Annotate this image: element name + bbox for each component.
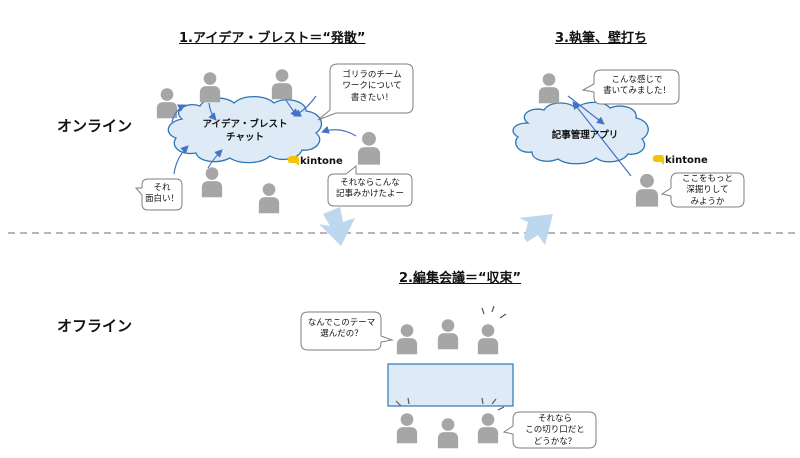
speech-bubble — [327, 164, 413, 207]
person-icon — [437, 319, 459, 350]
title-write: 3.執筆、壁打ち — [555, 31, 647, 46]
bubble-text-theme: なんでこのテーマ 選んだの？ — [307, 318, 376, 340]
bubble-text-konna: それならこんな 記事みかけたよー — [335, 178, 404, 200]
bubble-text-fukabori: ここをもっと 深掘りして みようか — [681, 174, 733, 207]
bubble-text-gorilla: ゴリラのチーム ワークについて 書きたい！ — [342, 70, 402, 103]
person-icon — [396, 413, 418, 444]
section-offline: オフライン — [57, 317, 133, 335]
speech-bubble — [317, 63, 414, 121]
person-icon — [199, 72, 221, 103]
kintone-logo-icon — [287, 156, 299, 166]
post-arrow — [173, 145, 189, 175]
person-icon — [635, 173, 659, 207]
title-converge: 2.編集会議＝“収束” — [399, 271, 522, 286]
kintone-brand-left: kintone — [300, 156, 343, 167]
post-arrow — [171, 104, 186, 123]
kintone-brand-right: kintone — [665, 155, 708, 166]
person-icon — [477, 324, 499, 355]
app-cloud-label: 記事管理アプリ — [551, 130, 619, 141]
person-icon — [357, 131, 381, 165]
speech-bubble — [300, 311, 394, 351]
person-icon — [271, 69, 293, 100]
post-arrow — [208, 102, 217, 121]
transition-arrow-up — [519, 214, 553, 245]
speech-bubble — [581, 69, 680, 105]
person-icon — [258, 183, 280, 214]
person-icon — [477, 413, 499, 444]
bubble-text-kakimashita: こんな感じで 書いてみました！ — [603, 75, 671, 97]
person-icon — [201, 167, 223, 198]
kintone-logo-icon — [652, 155, 664, 165]
speech-bubble — [502, 411, 597, 449]
post-arrow — [572, 101, 632, 177]
person-icon — [437, 418, 459, 449]
title-diverge: 1.アイデア・ブレスト＝“発散” — [179, 31, 366, 46]
bubble-text-omoshiroi: それ 面白い！ — [144, 183, 179, 205]
person-icon — [538, 73, 560, 104]
post-arrow — [207, 149, 223, 169]
post-arrow — [321, 125, 357, 137]
transition-arrow-down — [319, 207, 355, 246]
post-arrow — [567, 95, 605, 125]
speech-bubble — [660, 172, 745, 208]
chat-cloud — [167, 95, 323, 164]
chat-cloud-label: アイデア・ブレスト チャット — [202, 119, 288, 143]
post-arrow — [293, 95, 317, 117]
person-icon — [396, 324, 418, 355]
section-online: オンライン — [57, 117, 133, 135]
person-icon — [156, 88, 178, 119]
speech-bubble — [134, 178, 183, 211]
emphasis-marks — [395, 305, 507, 411]
bubble-text-kirikuchi: それなら この切り口だと どうかな？ — [525, 414, 585, 447]
meeting-table — [387, 363, 514, 407]
